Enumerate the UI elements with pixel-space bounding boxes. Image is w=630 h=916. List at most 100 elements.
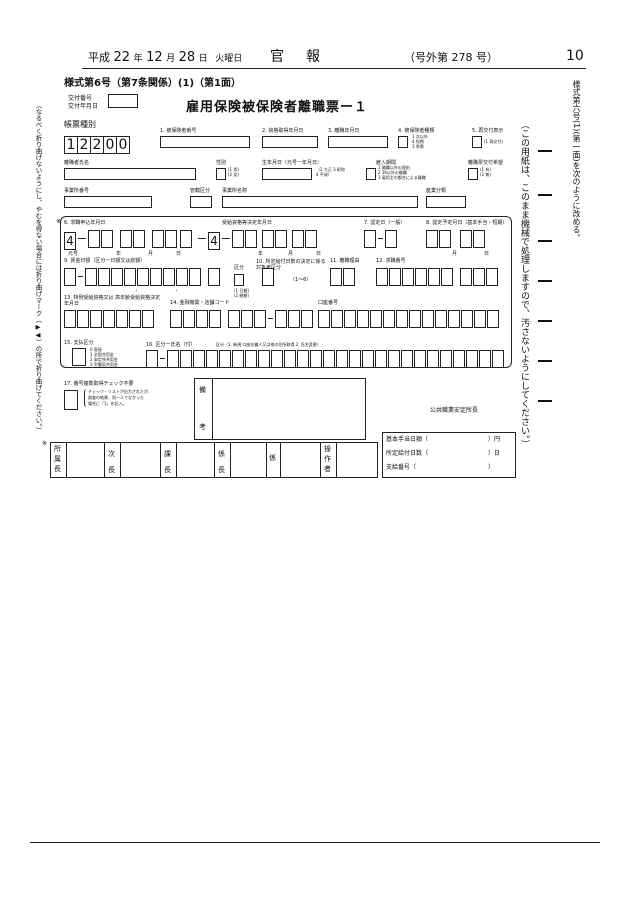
digit-box[interactable] bbox=[461, 310, 473, 328]
digit-box[interactable] bbox=[349, 350, 361, 368]
digit-box[interactable] bbox=[318, 310, 330, 328]
digit-box[interactable] bbox=[275, 230, 287, 248]
digit-box[interactable] bbox=[129, 310, 141, 328]
digit-box[interactable] bbox=[88, 230, 100, 248]
digit-box[interactable] bbox=[196, 310, 208, 328]
digit-box[interactable] bbox=[428, 268, 440, 286]
digit-box[interactable] bbox=[137, 268, 149, 286]
digit-box[interactable] bbox=[245, 350, 257, 368]
digit-box[interactable] bbox=[383, 310, 395, 328]
digit-box[interactable] bbox=[142, 310, 154, 328]
digit-box[interactable] bbox=[209, 310, 221, 328]
digit-box[interactable] bbox=[98, 268, 110, 286]
digit-box[interactable] bbox=[146, 350, 158, 368]
digit-box[interactable] bbox=[460, 230, 472, 248]
digit-box[interactable] bbox=[85, 268, 97, 286]
digit-box[interactable] bbox=[376, 268, 388, 286]
insured-type-field[interactable] bbox=[398, 136, 408, 148]
digit-box[interactable] bbox=[271, 350, 283, 368]
digit-box[interactable] bbox=[389, 268, 401, 286]
digit-box[interactable] bbox=[111, 268, 123, 286]
digit-box[interactable] bbox=[206, 350, 218, 368]
digit-box[interactable] bbox=[370, 310, 382, 328]
digit-box[interactable] bbox=[453, 350, 465, 368]
digit-box[interactable] bbox=[183, 310, 195, 328]
digit-box[interactable] bbox=[133, 230, 145, 248]
person-name-field[interactable] bbox=[64, 168, 196, 180]
digit-box[interactable] bbox=[193, 350, 205, 368]
digit-box[interactable] bbox=[228, 310, 240, 328]
digit-box[interactable] bbox=[150, 268, 162, 286]
digit-box[interactable] bbox=[331, 310, 343, 328]
digit-box[interactable] bbox=[440, 350, 452, 368]
digit-box[interactable] bbox=[448, 310, 460, 328]
digit-box[interactable] bbox=[409, 310, 421, 328]
separation-reason-field[interactable] bbox=[343, 268, 355, 286]
separation-date-field[interactable] bbox=[328, 136, 388, 148]
digit-box[interactable] bbox=[241, 310, 253, 328]
digit-box[interactable] bbox=[301, 310, 313, 328]
digit-box[interactable] bbox=[474, 310, 486, 328]
digit-box[interactable] bbox=[486, 268, 498, 286]
qualification-date-field[interactable] bbox=[262, 136, 318, 148]
separation-reason-field[interactable] bbox=[330, 268, 342, 286]
digit-box[interactable] bbox=[426, 230, 438, 248]
digit-box[interactable] bbox=[165, 230, 177, 248]
digit-box[interactable] bbox=[180, 350, 192, 368]
digit-box[interactable] bbox=[208, 268, 220, 286]
digit-box[interactable] bbox=[254, 310, 266, 328]
digit-box[interactable] bbox=[170, 310, 182, 328]
digit-box[interactable] bbox=[427, 350, 439, 368]
digit-box[interactable] bbox=[415, 268, 427, 286]
digit-box[interactable] bbox=[473, 268, 485, 286]
issue-request-field[interactable] bbox=[468, 168, 478, 180]
remarks-box[interactable] bbox=[194, 378, 366, 440]
office-name-field[interactable] bbox=[222, 196, 418, 208]
digit-box[interactable] bbox=[64, 310, 76, 328]
duplicate-check-field[interactable] bbox=[64, 390, 78, 410]
jurisdiction-field[interactable] bbox=[190, 196, 212, 208]
digit-box[interactable] bbox=[401, 350, 413, 368]
sex-field[interactable] bbox=[216, 168, 226, 180]
digit-box[interactable] bbox=[396, 310, 408, 328]
digit-box[interactable] bbox=[101, 230, 113, 248]
digit-box[interactable] bbox=[375, 350, 387, 368]
digit-box[interactable] bbox=[441, 268, 453, 286]
wage-kubun-field[interactable] bbox=[234, 274, 244, 286]
digit-box[interactable] bbox=[305, 230, 317, 248]
digit-box[interactable] bbox=[116, 310, 128, 328]
digit-box[interactable] bbox=[487, 310, 499, 328]
digit-box[interactable] bbox=[388, 350, 400, 368]
digit-box[interactable] bbox=[414, 350, 426, 368]
payment-type-field[interactable] bbox=[72, 348, 86, 366]
digit-box[interactable] bbox=[189, 268, 201, 286]
digit-box[interactable] bbox=[479, 350, 491, 368]
digit-box[interactable] bbox=[310, 350, 322, 368]
digit-box[interactable] bbox=[64, 268, 76, 286]
digit-box[interactable] bbox=[402, 268, 414, 286]
reissue-field[interactable] bbox=[472, 136, 482, 148]
benefit-days-field[interactable] bbox=[262, 268, 274, 286]
digit-box[interactable] bbox=[245, 230, 257, 248]
digit-box[interactable] bbox=[422, 310, 434, 328]
digit-box[interactable] bbox=[152, 230, 164, 248]
digit-box[interactable] bbox=[77, 310, 89, 328]
digit-box[interactable] bbox=[275, 310, 287, 328]
digit-box[interactable] bbox=[292, 230, 304, 248]
digit-box[interactable] bbox=[90, 310, 102, 328]
digit-box[interactable] bbox=[385, 230, 397, 248]
digit-box[interactable] bbox=[435, 310, 447, 328]
digit-box[interactable] bbox=[492, 350, 504, 368]
digit-box[interactable] bbox=[323, 350, 335, 368]
digit-box[interactable] bbox=[167, 350, 179, 368]
digit-box[interactable] bbox=[176, 268, 188, 286]
digit-box[interactable] bbox=[180, 230, 192, 248]
digit-box[interactable] bbox=[297, 350, 309, 368]
digit-box[interactable] bbox=[357, 310, 369, 328]
digit-box[interactable] bbox=[336, 350, 348, 368]
digit-box[interactable] bbox=[219, 350, 231, 368]
hiring-period-field[interactable] bbox=[366, 168, 376, 180]
digit-box[interactable] bbox=[232, 350, 244, 368]
digit-box[interactable] bbox=[362, 350, 374, 368]
digit-box[interactable] bbox=[163, 268, 175, 286]
